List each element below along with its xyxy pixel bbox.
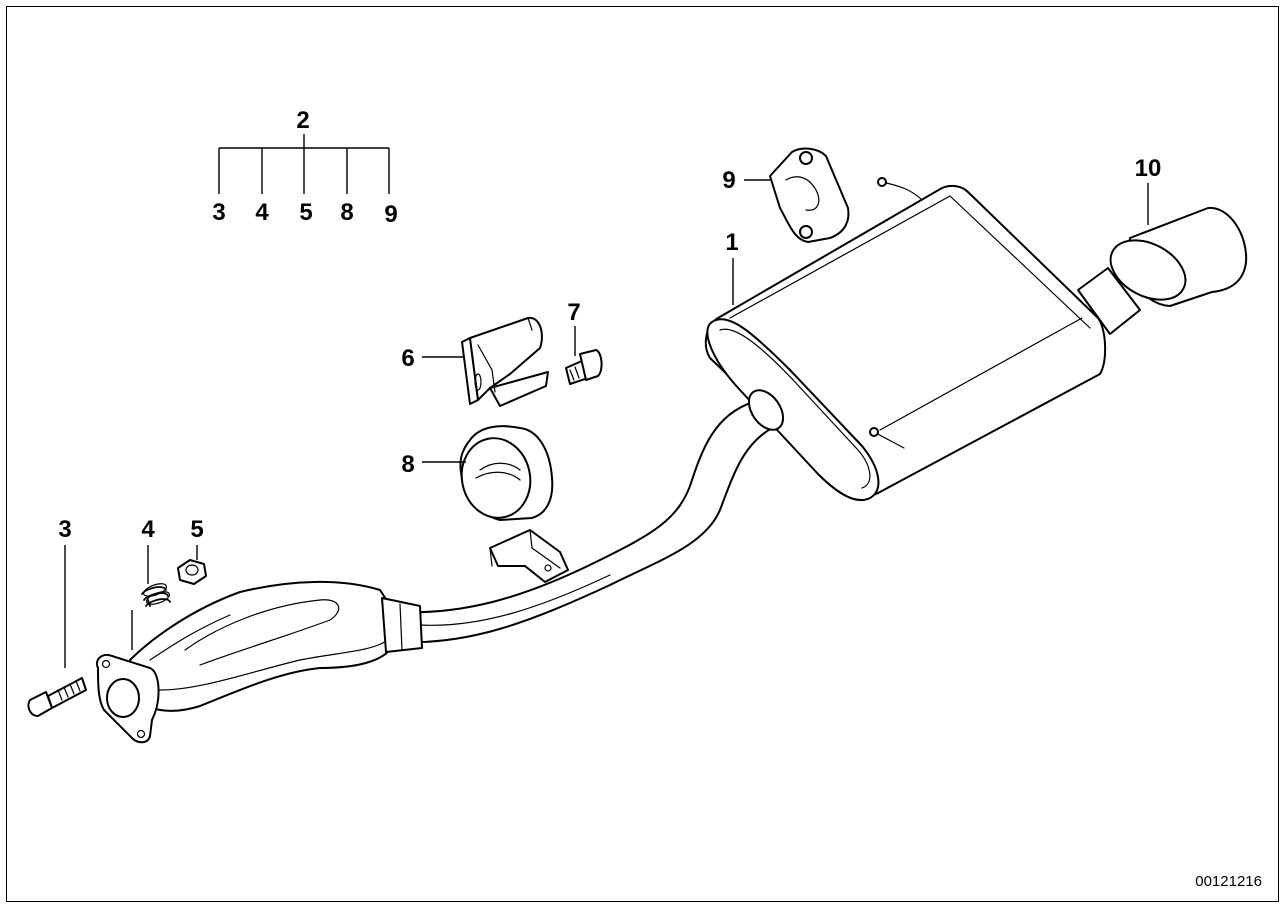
callout-4-label: 4: [141, 516, 155, 543]
group-member-label: 5: [299, 199, 312, 226]
callout-1-label: 1: [725, 229, 738, 256]
reference-number: 00121216: [1195, 873, 1262, 890]
callout-labels: 1 3 4 5 6 7 8 9 10: [58, 155, 1161, 543]
compression-spring: [141, 583, 171, 607]
flange-bolt: [27, 677, 87, 717]
group-member-label: 9: [384, 201, 397, 228]
callout-7-label: 7: [567, 299, 580, 326]
group-member-label: 8: [340, 199, 353, 226]
hex-nut: [177, 559, 207, 585]
front-pipe: [96, 399, 779, 744]
callout-5-label: 5: [190, 516, 203, 543]
pipe-bracket: [489, 529, 569, 583]
rubber-mount: [769, 147, 850, 243]
group-member-label: 3: [212, 199, 225, 226]
leader-lines: [64, 179, 1149, 668]
callout-6-label: 6: [401, 345, 414, 372]
hanger-bracket: [461, 316, 549, 407]
rubber-ring: [459, 425, 554, 521]
hex-bolt: [565, 349, 603, 385]
rear-muffler: [704, 177, 1141, 502]
group-bracket: 2 3 4 5 8 9: [212, 107, 397, 228]
callout-9-label: 9: [722, 167, 735, 194]
diagram-frame: [6, 6, 1279, 902]
callout-8-label: 8: [401, 451, 414, 478]
tailpipe-trim: [1109, 206, 1248, 307]
group-member-label: 4: [255, 199, 269, 226]
group-label: 2: [296, 107, 309, 134]
callout-10-label: 10: [1135, 155, 1162, 182]
callout-3-label: 3: [58, 516, 71, 543]
